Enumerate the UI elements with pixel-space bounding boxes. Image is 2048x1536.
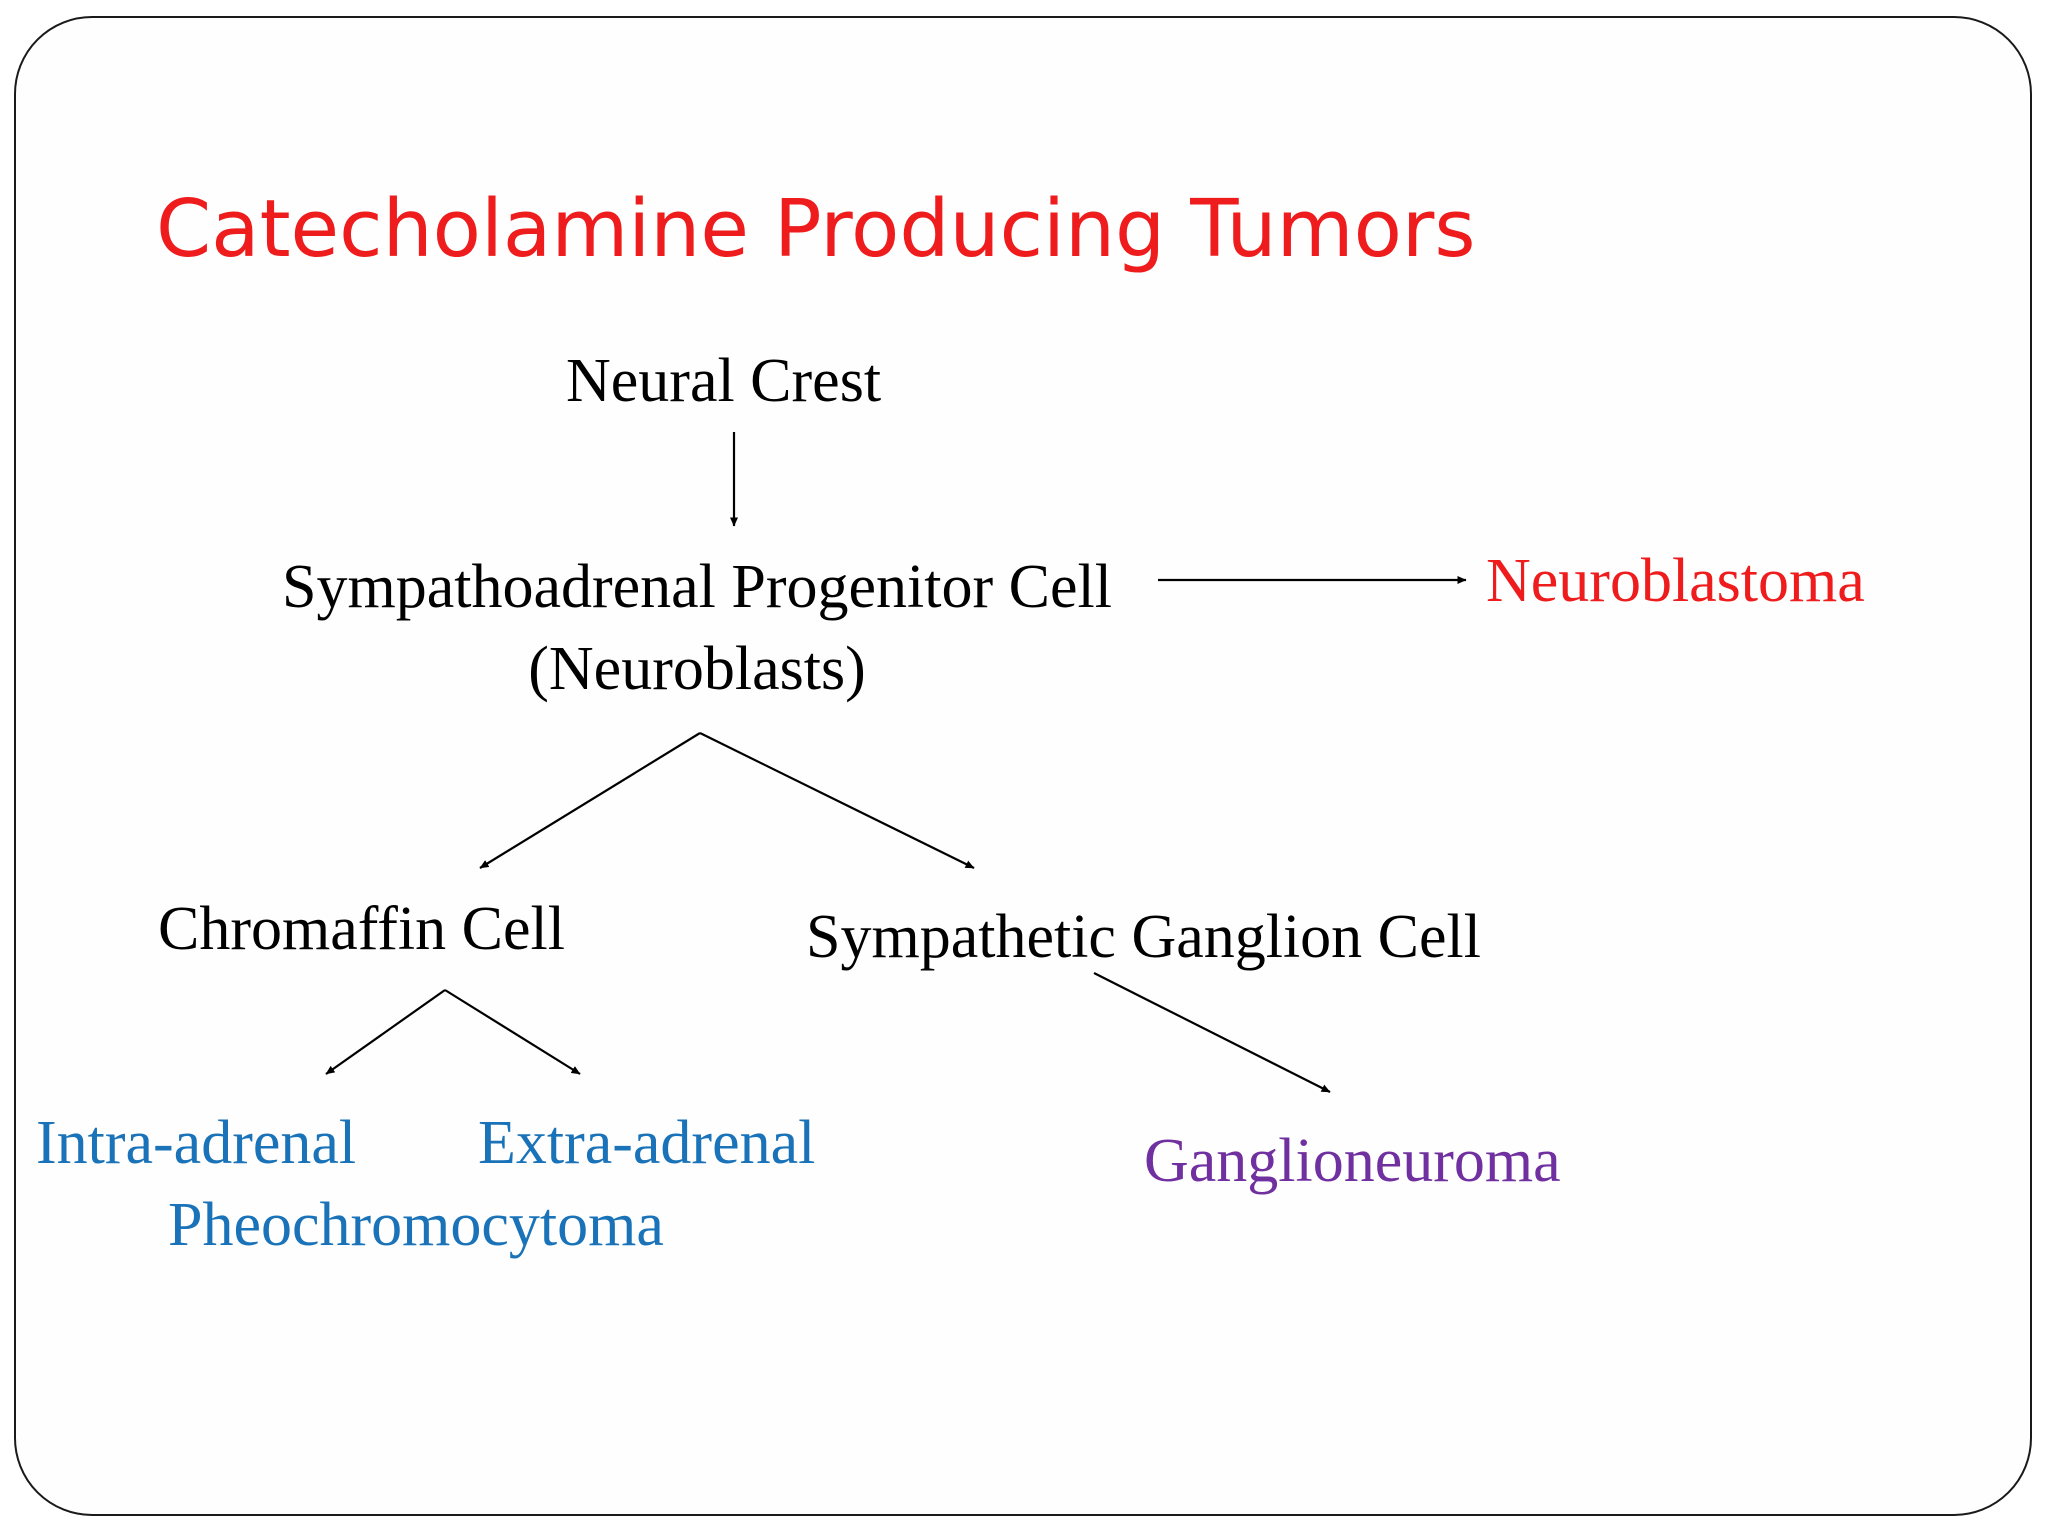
arrow-chromaffin-to-intra-adrenal — [325, 989, 446, 1075]
node-sympathetic-ganglion-cell: Sympathetic Ganglion Cell — [806, 903, 1482, 971]
node-pheochromocytoma: Pheochromocytoma — [168, 1191, 664, 1259]
node-neural-crest: Neural Crest — [566, 347, 882, 415]
node-ganglioneuroma: Ganglioneuroma — [1144, 1127, 1561, 1195]
arrow-ganglion-to-ganglioneuroma — [1093, 972, 1331, 1093]
node-chromaffin-cell: Chromaffin Cell — [158, 895, 565, 963]
node-progenitor: Sympathoadrenal Progenitor Cell (Neurobl… — [232, 546, 1162, 710]
node-neuroblastoma: Neuroblastoma — [1486, 547, 1865, 615]
node-progenitor-line2: (Neuroblasts) — [528, 635, 866, 703]
node-intra-adrenal: Intra-adrenal — [36, 1109, 357, 1177]
slide-frame — [14, 16, 2032, 1516]
node-extra-adrenal: Extra-adrenal — [478, 1109, 816, 1177]
slide-title: Catecholamine Producing Tumors — [156, 183, 1476, 275]
node-progenitor-line1: Sympathoadrenal Progenitor Cell — [282, 553, 1112, 621]
arrow-progenitor-to-chromaffin — [479, 732, 701, 869]
arrow-chromaffin-to-extra-adrenal — [444, 989, 581, 1075]
arrow-progenitor-to-ganglion — [699, 732, 975, 869]
